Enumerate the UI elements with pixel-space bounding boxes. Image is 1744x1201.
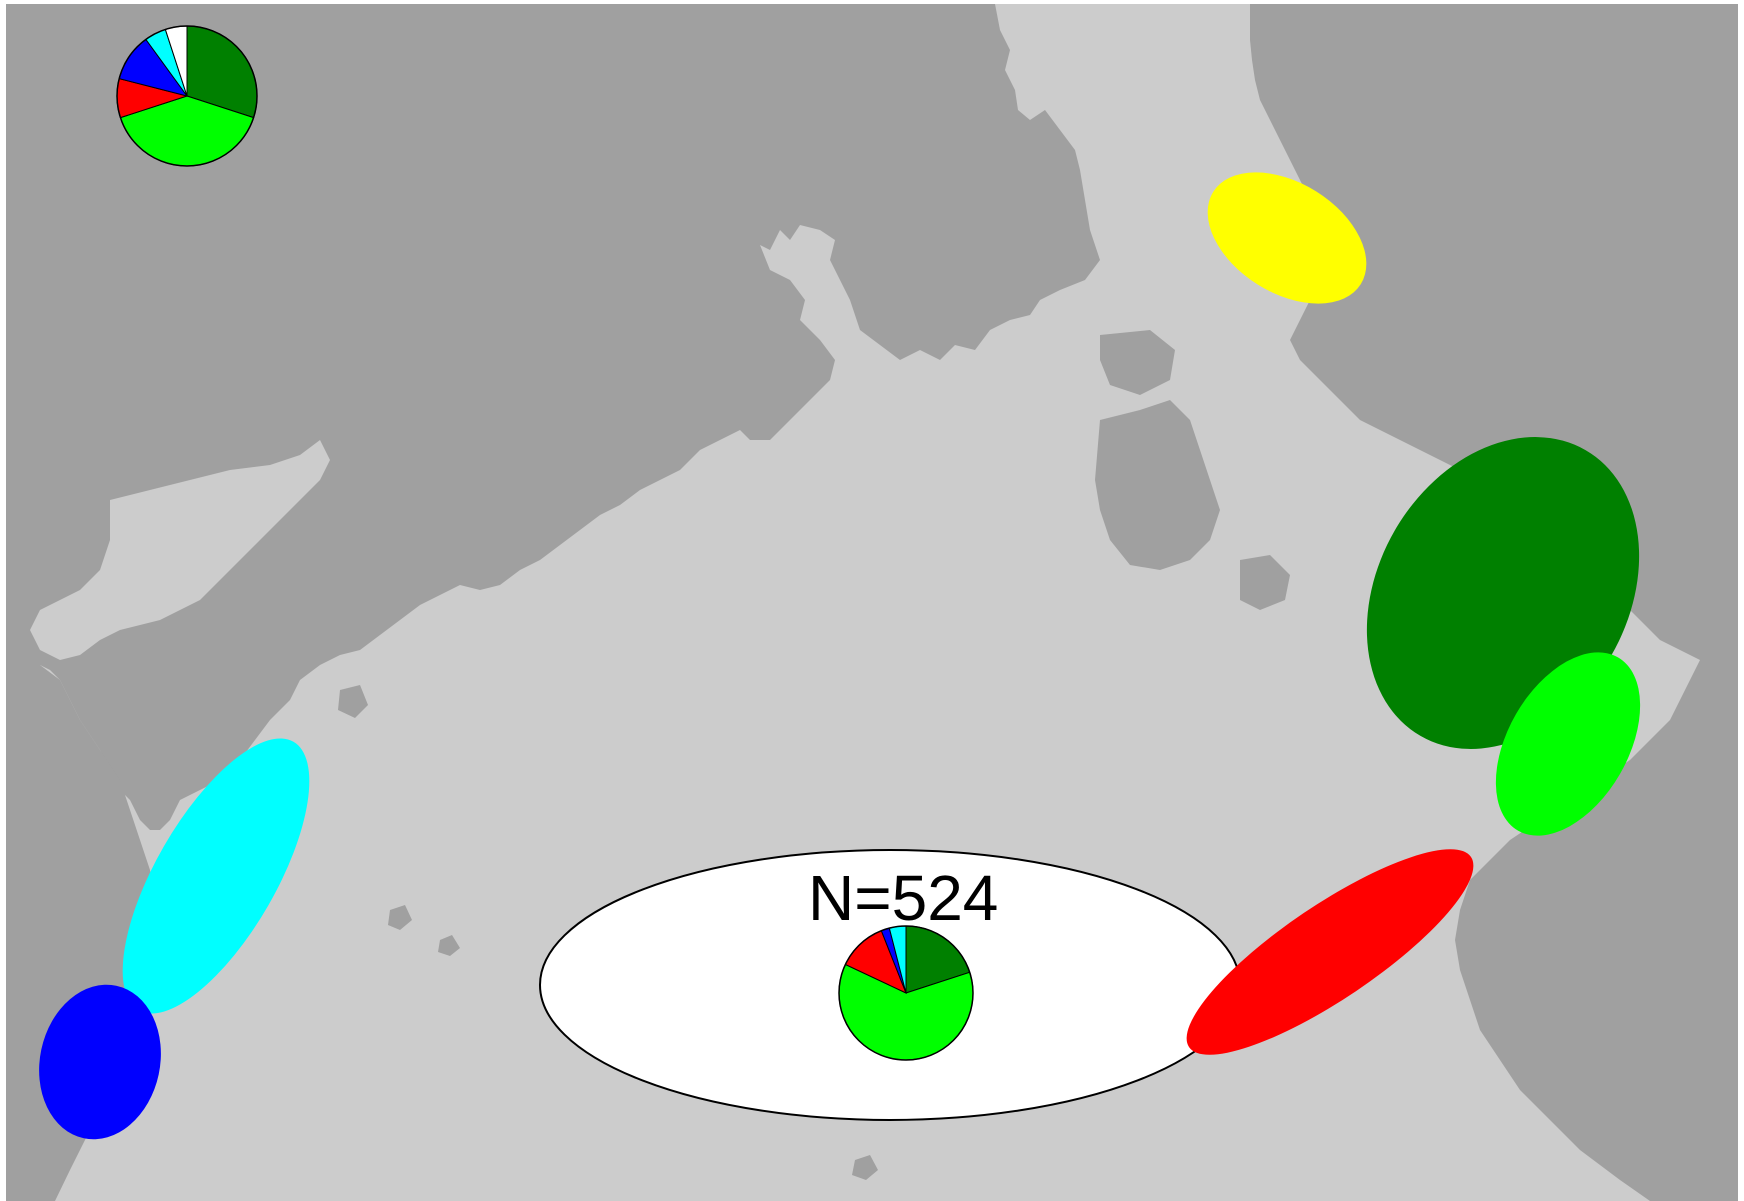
island-small-1 [1100,330,1175,395]
map-border-top [0,0,1744,4]
island-kodiak-area [1240,555,1290,610]
region-blue-ellipse [39,984,161,1140]
sampling-regions [39,172,1641,1140]
region-cyan-ellipse [122,738,310,1014]
pie-outline [116,25,258,167]
pie-chart-legend [116,25,258,167]
sample-size-label: N=524 [808,862,998,934]
island-small-4 [338,685,368,718]
map-border-left [0,0,6,1201]
island-small-5 [852,1155,878,1180]
landmass-east [1250,4,1738,1201]
island-small-3 [438,935,460,956]
map-border-right [1738,0,1744,1201]
landmass-lake-island [30,440,330,660]
island-small-2 [388,905,412,930]
region-red-ellipse [1186,849,1474,1055]
pie-chart-sample [838,925,974,1061]
landmass-kenai [1095,400,1220,570]
pie-outline [838,925,974,1061]
region-yellow-ellipse [1207,172,1367,304]
region-light-green-ellipse [1495,652,1641,836]
landmass-mainland [6,4,1100,830]
